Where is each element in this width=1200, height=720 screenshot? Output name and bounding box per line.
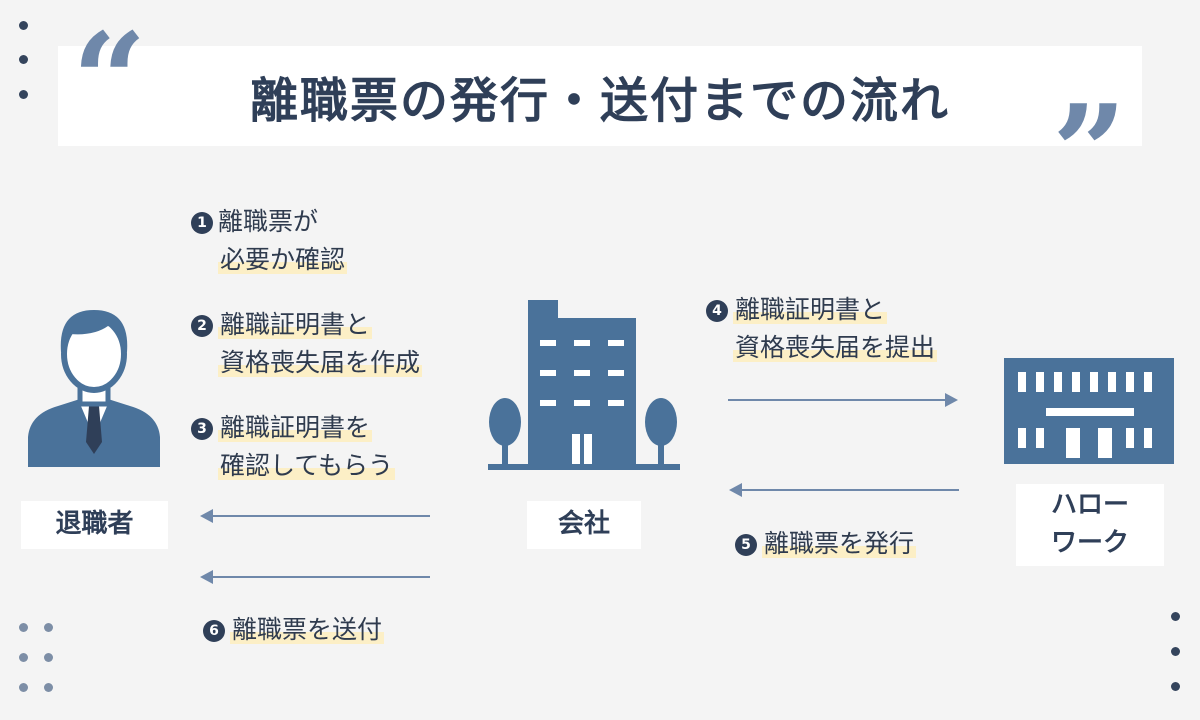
label-hellowork-line1: ハロー [1050, 490, 1129, 521]
step-text: 離職証明書と [733, 295, 888, 324]
step-number: 5 [735, 534, 757, 556]
label-hellowork: ハロー ワーク [1016, 484, 1164, 566]
step-text: 離職票を発行 [762, 529, 917, 558]
step-number: 3 [191, 418, 213, 440]
step-number: 1 [191, 212, 213, 234]
title-banner: 離職票の発行・送付までの流れ [58, 46, 1142, 146]
step-text: 離職票が [218, 207, 319, 236]
step-number: 4 [706, 300, 728, 322]
step-text: 確認してもらう [218, 451, 396, 480]
step-text: 必要か確認 [218, 245, 348, 274]
step-number: 6 [203, 620, 225, 642]
step-number: 2 [191, 315, 213, 337]
label-employee: 退職者 [21, 501, 168, 549]
open-quote-icon: “ [72, 4, 147, 157]
label-hellowork-line2: ワーク [1050, 528, 1129, 558]
step-text: 資格喪失届を作成 [218, 348, 423, 377]
close-quote-icon: ” [1052, 76, 1127, 229]
step-text: 離職票を送付 [230, 615, 385, 644]
businessman-icon [28, 310, 160, 467]
office-building-icon [488, 300, 680, 470]
page-title: 離職票の発行・送付までの流れ [249, 73, 950, 129]
step-text: 離職証明書を [218, 413, 373, 442]
step-text: 資格喪失届を提出 [733, 333, 938, 362]
step-text: 離職証明書と [218, 310, 373, 339]
government-office-icon [1004, 358, 1174, 464]
label-company: 会社 [527, 501, 641, 549]
